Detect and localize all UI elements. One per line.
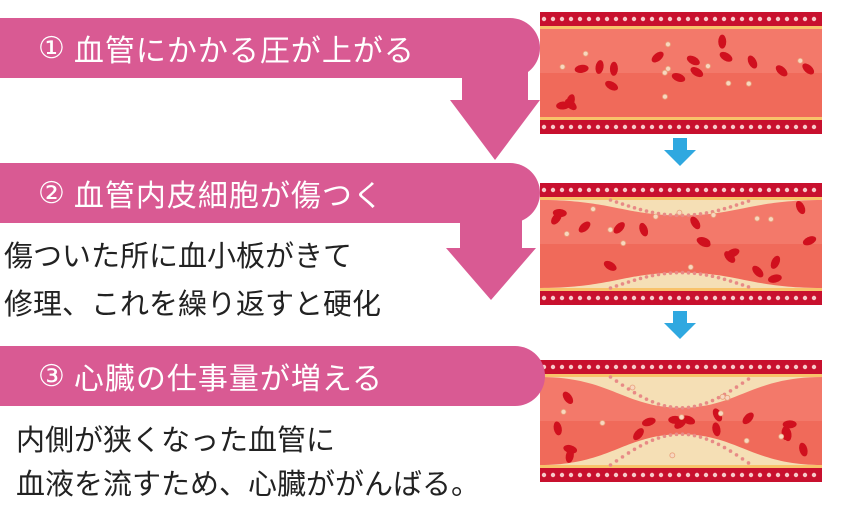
step-2-line-2: 修理、これを繰り返すと硬化 <box>4 287 382 321</box>
step-2-line-1: 傷ついた所に血小板がきて <box>4 239 353 273</box>
blood-vessel-damaged <box>540 183 822 305</box>
step-3-line-2: 血液を流すため、心臓ががんばる。 <box>16 467 481 501</box>
down-arrow-icon <box>664 138 696 166</box>
step-3-label: 心臓の仕事量が増える <box>73 362 384 397</box>
step-2-number: ② <box>38 175 66 211</box>
down-arrow-icon <box>664 311 696 339</box>
step-1-pill: ① 血管にかかる圧が上がる <box>0 18 540 78</box>
step-3-description: 内側が狭くなった血管に 血液を流すため、心臓ががんばる。 <box>16 420 480 504</box>
step-3-number: ③ <box>38 358 66 394</box>
blood-vessel-normal <box>540 12 822 134</box>
step-2-pill: ② 血管内皮細胞が傷つく <box>0 163 540 223</box>
step-3-pill: ③ 心臓の仕事量が増える <box>0 346 545 406</box>
step-2-label: 血管内皮細胞が傷つく <box>73 179 384 214</box>
step-1-label: 血管にかかる圧が上がる <box>73 34 415 69</box>
step-3-line-1: 内側が狭くなった血管に <box>16 423 336 457</box>
step-2-description: 傷ついた所に血小板がきて 修理、これを繰り返すと硬化 <box>4 236 381 324</box>
step-1-number: ① <box>38 30 66 66</box>
blood-vessel-narrowed <box>540 360 822 482</box>
